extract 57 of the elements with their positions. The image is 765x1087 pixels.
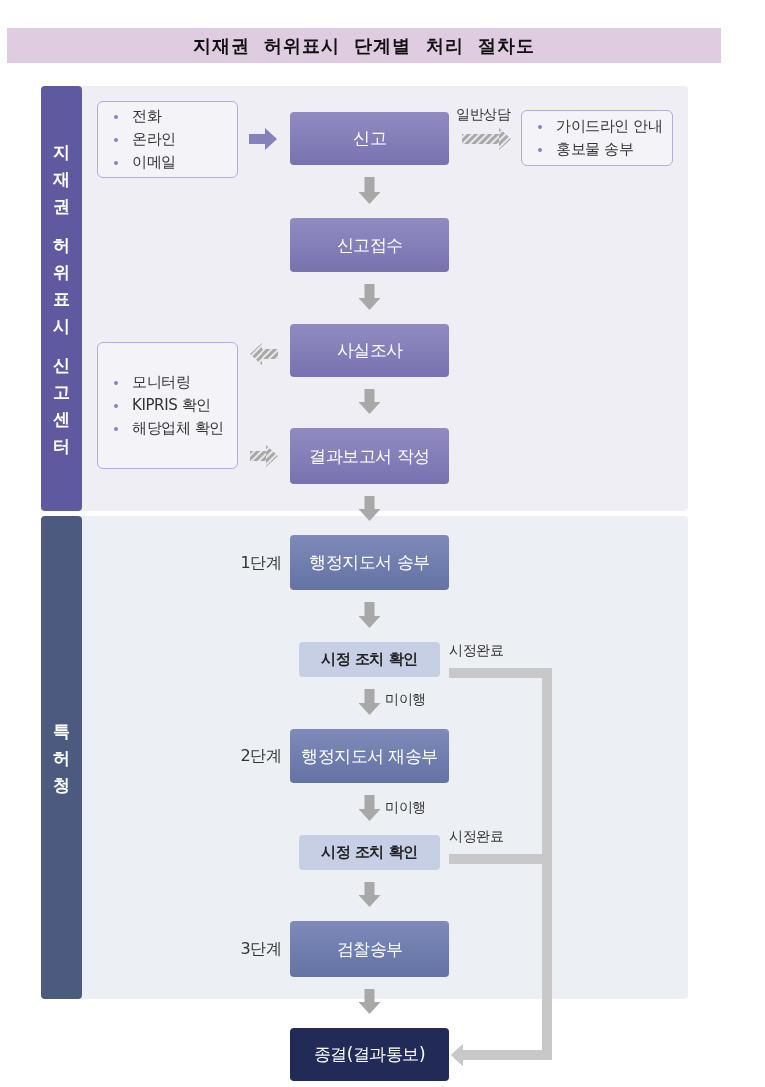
edge-label: 미이행 xyxy=(384,691,427,709)
status-box xyxy=(299,642,440,677)
step-label: 신고접수 xyxy=(336,233,403,257)
arrow xyxy=(358,389,381,414)
step-label: 검찰송부 xyxy=(336,937,403,961)
step-label: 사실조사 xyxy=(336,339,403,362)
process-box xyxy=(290,218,449,272)
list-item: 모니터링 xyxy=(132,373,191,392)
arrow xyxy=(358,284,381,310)
step-label: 신고 xyxy=(353,127,386,150)
step-label: 시정 조치 확인 xyxy=(321,843,418,862)
arrow xyxy=(249,128,277,150)
list-item: 해당업체 확인 xyxy=(132,419,224,438)
list-item: 홍보물 송부 xyxy=(556,140,634,159)
arrow xyxy=(358,496,381,521)
edge-label: 일반상담 xyxy=(455,106,512,124)
list-box xyxy=(97,101,238,178)
list-box xyxy=(97,342,238,469)
arrow xyxy=(358,689,381,715)
stage-label: 1단계 xyxy=(240,552,281,573)
process-box xyxy=(290,112,449,165)
hatched-arrow xyxy=(462,128,511,150)
arrow xyxy=(358,989,381,1014)
list-box xyxy=(521,110,673,166)
swimlane xyxy=(41,86,688,511)
process-box xyxy=(290,729,449,783)
edge-label: 시정완료 xyxy=(448,828,505,846)
step-label: 행정지도서 송부 xyxy=(309,551,430,574)
list-item: KIPRIS 확인 xyxy=(132,396,211,415)
lane-title: 특허청 xyxy=(53,719,70,796)
status-box xyxy=(299,835,440,870)
process-box xyxy=(290,428,449,484)
arrow xyxy=(358,882,381,907)
title: 지재권 허위표시 단계별 처리 절차도 xyxy=(192,33,536,58)
step-label: 시정 조치 확인 xyxy=(321,650,418,669)
process-box xyxy=(290,921,449,977)
step-label: 종결(결과통보) xyxy=(313,1043,426,1066)
arrow xyxy=(358,177,381,204)
list-item: 온라인 xyxy=(132,130,176,149)
edge-label: 미이행 xyxy=(384,799,427,817)
hatched-arrow xyxy=(250,343,278,365)
list-item: 전화 xyxy=(132,107,162,126)
stage-label: 2단계 xyxy=(240,745,281,767)
swimlane xyxy=(41,516,688,999)
end-box xyxy=(290,1028,449,1081)
edge-label: 시정완료 xyxy=(448,642,505,660)
hatched-arrow xyxy=(250,445,278,467)
lane-title: 지재권 허위표시 신고센터 xyxy=(53,140,70,457)
stage-label: 3단계 xyxy=(240,938,281,960)
arrow xyxy=(358,795,381,821)
process-box xyxy=(290,535,449,590)
list-item: 이메일 xyxy=(132,153,176,172)
arrow xyxy=(358,602,381,628)
step-label: 행정지도서 재송부 xyxy=(301,744,438,768)
process-box xyxy=(290,324,449,377)
step-label: 결과보고서 작성 xyxy=(309,444,430,468)
list-item: 가이드라인 안내 xyxy=(556,117,663,136)
